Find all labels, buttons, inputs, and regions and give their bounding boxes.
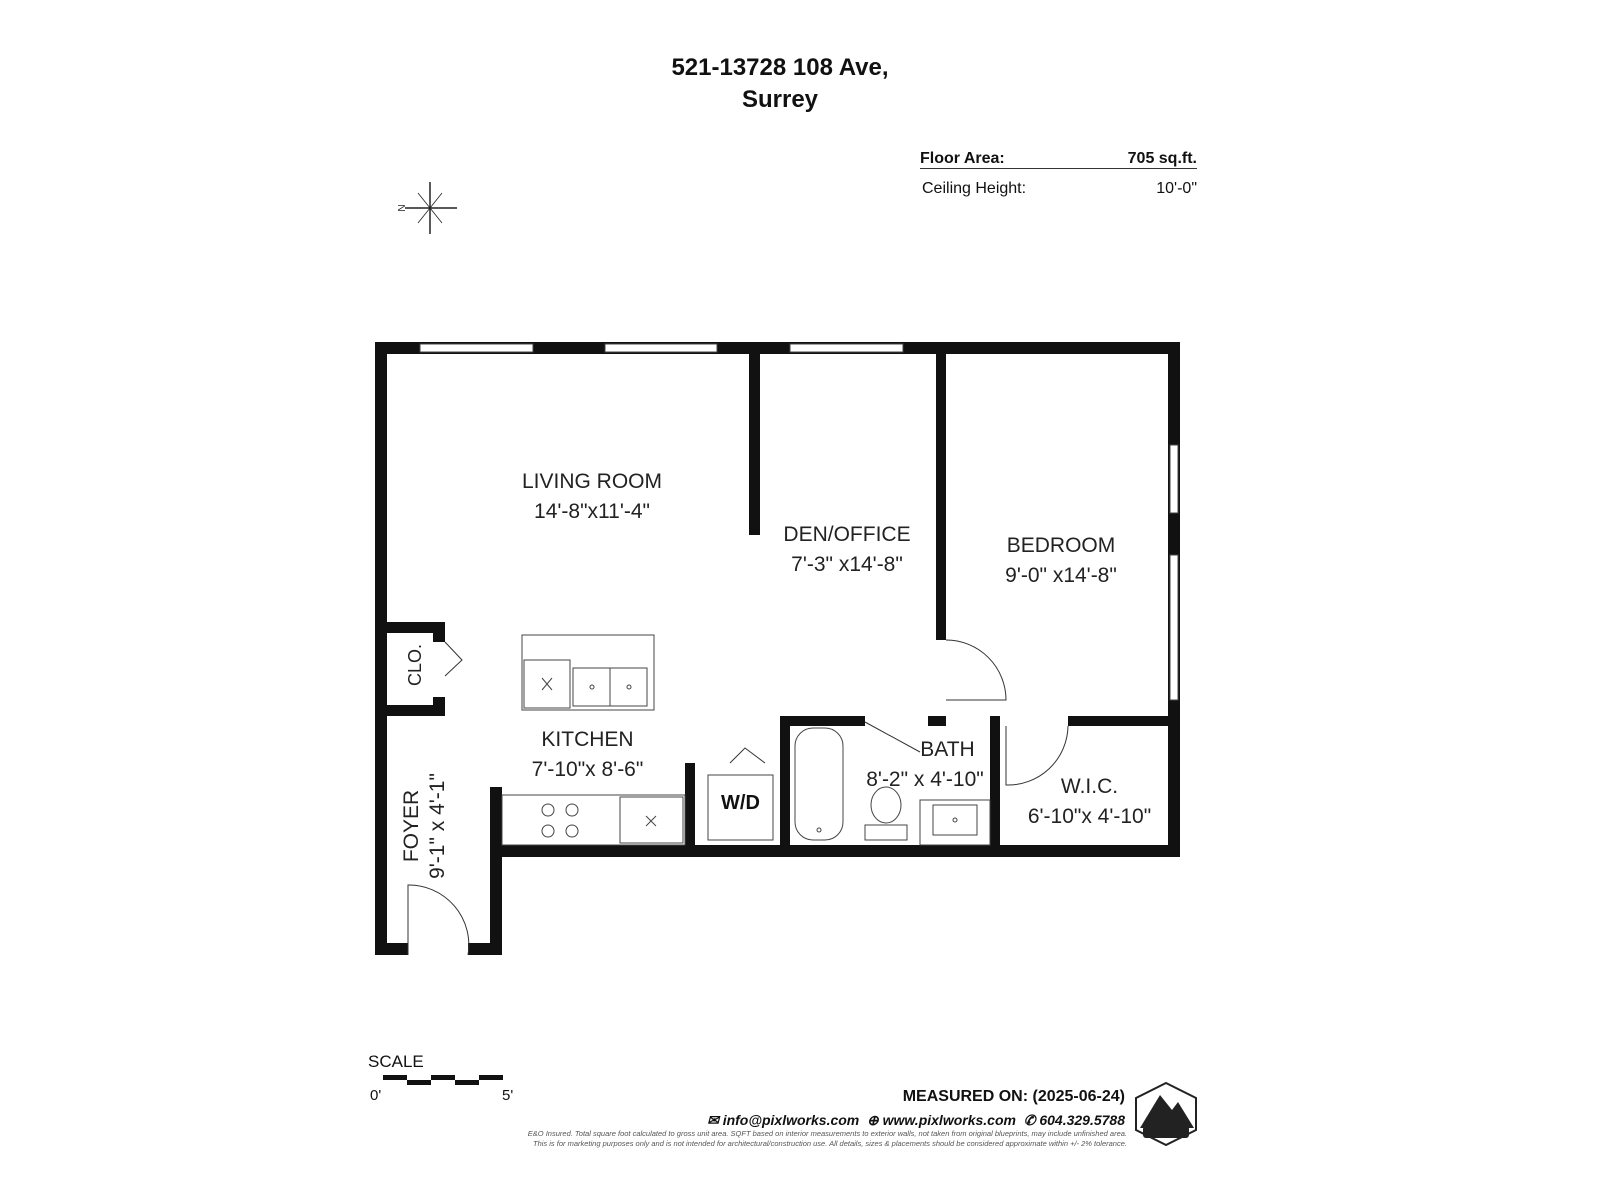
- floor-area-row: Floor Area: 705 sq.ft.: [920, 150, 1197, 169]
- compass-north-label: N: [395, 204, 406, 211]
- room-name: BEDROOM: [1006, 534, 1116, 557]
- email-icon: ✉: [707, 1112, 719, 1128]
- measured-on: MEASURED ON: (2025-06-24): [902, 1088, 1125, 1105]
- disclaimer-line-1: E&O Insured. Total square foot calculate…: [527, 1129, 1127, 1138]
- room-name: LIVING ROOM: [521, 470, 663, 493]
- address-line-2: Surrey: [741, 86, 819, 113]
- room-dims: 7'-10"x 8'-6": [531, 758, 644, 781]
- room-name: DEN/OFFICE: [783, 523, 911, 546]
- ceiling-height-label: Ceiling Height:: [922, 180, 1027, 197]
- room-dims: 8'-2" x 4'-10": [866, 768, 984, 791]
- room-den-office: DEN/OFFICE 7'-3" x14'-8": [752, 520, 942, 580]
- room-name: KITCHEN: [541, 728, 634, 751]
- room-living-room: LIVING ROOM 14'-8"x11'-4": [492, 467, 692, 527]
- scale-end: 5': [502, 1087, 514, 1104]
- room-dims: 6'-10"x 4'-10": [1027, 805, 1152, 828]
- website-link[interactable]: www.pixlworks.com: [882, 1112, 1016, 1128]
- room-name: BATH: [920, 738, 975, 761]
- phone-icon: ✆: [1023, 1112, 1036, 1128]
- room-bedroom: BEDROOM 9'-0" x14'-8": [976, 531, 1146, 591]
- scale-bar: [383, 1075, 503, 1085]
- phone-number: 604.329.5788: [1039, 1112, 1125, 1128]
- scale-start: 0': [370, 1087, 382, 1104]
- room-dims: 9'-0" x14'-8": [1005, 564, 1117, 587]
- contact-row: ✉ info@pixlworks.com ⊕ www.pixlworks.com…: [707, 1112, 1125, 1129]
- floor-area-label: Floor Area:: [920, 150, 1005, 167]
- pixlworks-logo: [1135, 1081, 1197, 1147]
- scale-label: SCALE: [368, 1052, 424, 1071]
- globe-icon: ⊕: [867, 1112, 879, 1128]
- bath-fixtures: [707, 727, 991, 846]
- disclaimer-line-2: This is for marketing purposes only and …: [533, 1139, 1127, 1148]
- room-closet: CLO.: [405, 644, 425, 687]
- doors: [407, 639, 1069, 956]
- compass-rose-icon: N: [395, 182, 457, 234]
- room-bath: BATH 8'-2" x 4'-10": [855, 735, 995, 795]
- room-name: W.I.C.: [1060, 775, 1119, 798]
- floor-area-value: 705 sq.ft.: [1127, 150, 1197, 167]
- address-line-1: 521-13728 108 Ave,: [671, 54, 889, 81]
- email-link[interactable]: info@pixlworks.com: [722, 1112, 860, 1128]
- room-kitchen: KITCHEN 7'-10"x 8'-6": [505, 725, 670, 785]
- room-wic: W.I.C. 6'-10"x 4'-10": [1012, 772, 1167, 832]
- room-name: FOYER: [400, 789, 423, 863]
- ceiling-height-row: Ceiling Height: 10'-0": [922, 180, 1197, 198]
- windows: [419, 343, 1179, 701]
- ceiling-height-value: 10'-0": [1156, 180, 1197, 197]
- room-dims: 9'-1" x 4'-1": [426, 773, 449, 879]
- washer-dryer-label: W/D: [721, 792, 760, 814]
- room-dims: 7'-3" x14'-8": [791, 553, 903, 576]
- kitchen-fixtures: [501, 634, 686, 846]
- room-dims: 14'-8"x11'-4": [534, 500, 650, 523]
- walls: [375, 342, 1180, 955]
